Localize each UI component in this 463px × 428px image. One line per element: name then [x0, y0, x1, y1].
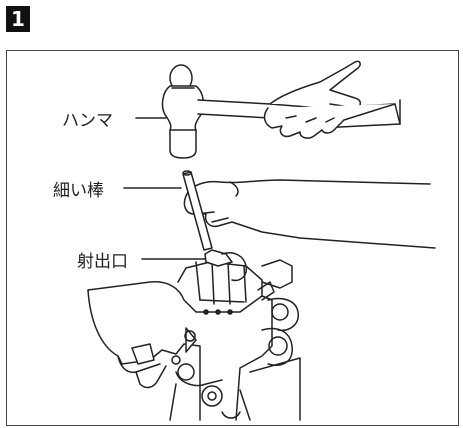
illustration-frame [6, 50, 459, 426]
hand-rod-icon [183, 179, 436, 249]
label-hammer: ハンマ [62, 111, 113, 131]
label-outlet: 射出口 [77, 252, 128, 272]
rod-icon [182, 170, 213, 251]
outlet-opening-icon [204, 249, 248, 282]
step-number-badge: 1 [6, 6, 30, 32]
hand-hammer-icon [263, 60, 401, 139]
machine-body-icon [87, 259, 301, 421]
label-rod: 細い棒 [53, 181, 104, 201]
